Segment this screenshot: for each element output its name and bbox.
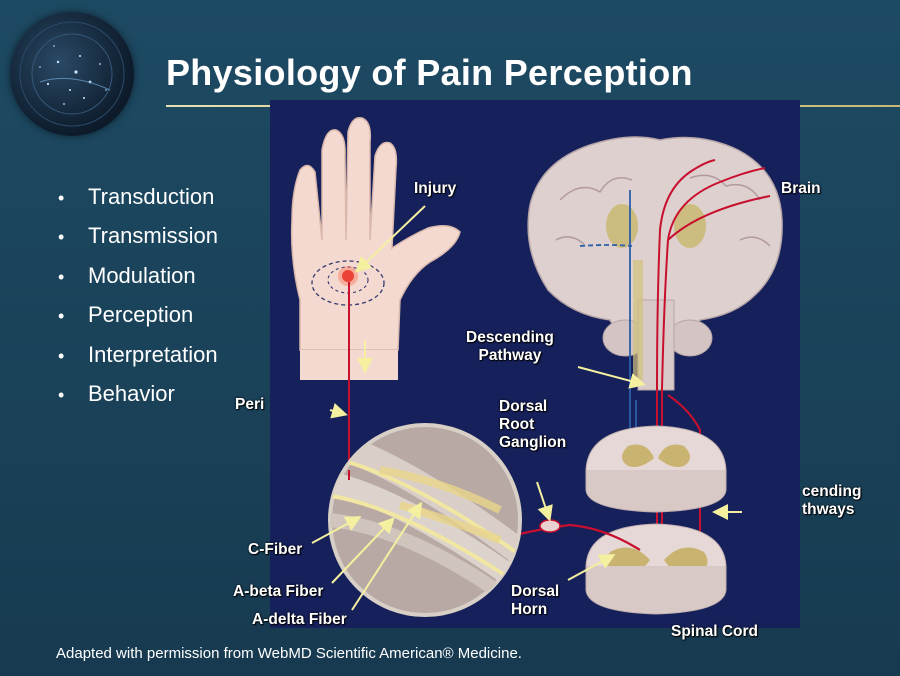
label-peripheral: Peri xyxy=(235,396,265,413)
bullet-item: •Perception xyxy=(58,302,194,328)
dorsal-root-nerve xyxy=(514,523,641,551)
nerve-fiber-magnification xyxy=(328,423,522,617)
globe-stars-icon xyxy=(19,21,125,127)
label-c-fiber: C-Fiber xyxy=(248,541,303,558)
label-dorsal-root-ganglion: Dorsal Root Ganglion xyxy=(499,398,567,451)
spinal-cord-upper xyxy=(585,425,727,513)
bullet-item: •Transduction xyxy=(58,184,215,209)
label-ascending-pathways: cending thways xyxy=(802,483,862,518)
bullet-item: •Modulation xyxy=(58,262,196,288)
label-spinal-cord: Spinal Cord xyxy=(671,623,758,640)
label-injury: Injury xyxy=(414,180,457,197)
hand-illustration xyxy=(290,117,461,380)
label-a-beta-fiber: A-beta Fiber xyxy=(233,583,324,600)
label-dorsal-horn: Dorsal Horn xyxy=(511,583,560,618)
injury-arrow-icon xyxy=(355,205,426,273)
bullet-item: •Transmission xyxy=(58,223,218,249)
bullet-item: •Interpretation xyxy=(58,341,218,367)
logo-globe xyxy=(10,12,134,136)
label-a-delta-fiber: A-delta Fiber xyxy=(252,611,347,628)
source-caption: Adapted with permission from WebMD Scien… xyxy=(56,645,522,662)
brain-illustration xyxy=(527,136,783,391)
ascending-pathway xyxy=(656,159,771,595)
label-descending-pathway: Descending Pathway xyxy=(466,329,554,364)
bullet-item: •Behavior xyxy=(58,380,175,406)
bullet-list: •Transduction •Transmission •Modulation … xyxy=(58,182,218,418)
spinal-cord-lower xyxy=(585,523,727,615)
label-brain: Brain xyxy=(781,180,821,197)
dorsal-root-ganglion xyxy=(539,519,561,533)
label-arrows xyxy=(311,366,742,611)
slide-title: Physiology of Pain Perception xyxy=(166,52,693,93)
